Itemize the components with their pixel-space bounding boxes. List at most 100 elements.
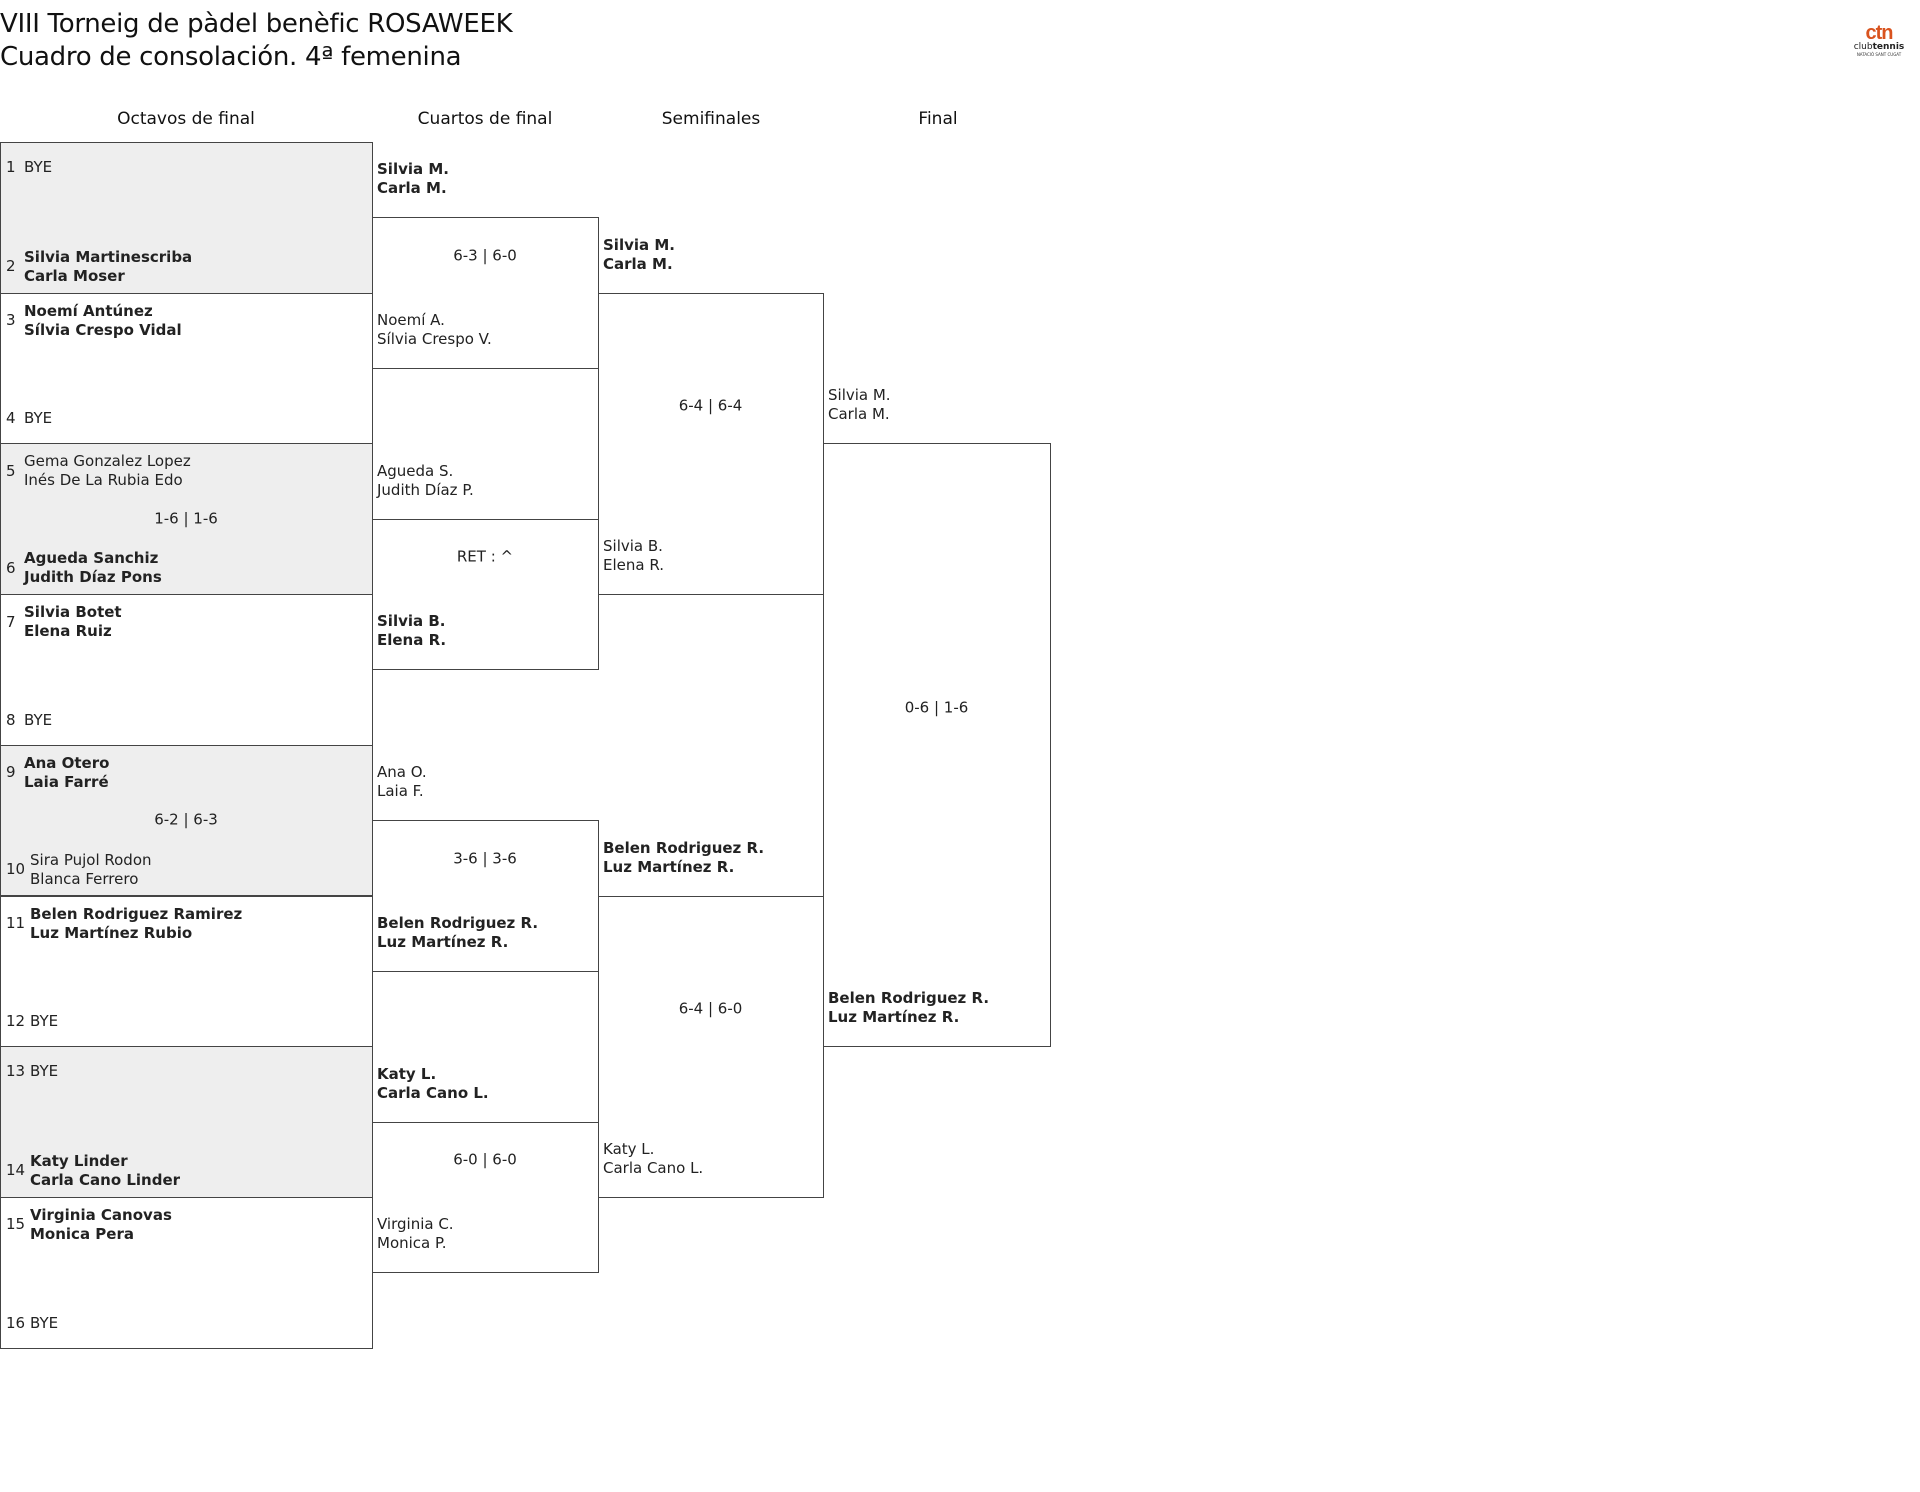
team-names: Silvia M.Carla M.: [828, 386, 891, 424]
match-score: 0-6 | 1-6: [904, 698, 969, 717]
player-name: Belen Rodriguez R.: [603, 838, 765, 857]
team-names: Agueda S.Judith Díaz P.: [377, 462, 474, 500]
logo-subtitle: NATACIÓ SANT CUGAT: [1856, 52, 1902, 57]
player-name: Elena Ruiz: [24, 622, 112, 641]
match-score: 6-4 | 6-0: [678, 999, 743, 1018]
round-header-final: Final: [918, 109, 958, 129]
team-names: Katy L.Carla Cano L.: [377, 1065, 489, 1103]
team-entry[interactable]: Virginia C.Monica P.: [377, 1215, 454, 1253]
player-name: BYE: [24, 409, 53, 428]
player-name: BYE: [24, 710, 53, 729]
seed-number: 11: [6, 914, 26, 932]
seed-number: 9: [6, 763, 16, 782]
team-names: BYE: [30, 1012, 58, 1031]
seed-number: 2: [6, 257, 16, 276]
round-header-semifinales: Semifinales: [661, 109, 761, 129]
team-entry[interactable]: 1 BYE: [0, 158, 52, 177]
player-name: Agueda S.: [377, 461, 454, 480]
player-name: Noemí A.: [377, 311, 445, 330]
team-entry[interactable]: Agueda S.Judith Díaz P.: [377, 462, 474, 500]
player-name: Laia Farré: [24, 772, 109, 791]
match-score: RET : ^: [456, 547, 514, 566]
team-names: BYE: [24, 158, 52, 177]
team-entry[interactable]: Silvia B.Elena R.: [377, 612, 446, 650]
team-names: Virginia C.Monica P.: [377, 1215, 454, 1253]
player-name: BYE: [30, 1012, 59, 1031]
team-entry[interactable]: Silvia B.Elena R.: [603, 537, 664, 575]
player-name: Silvia B.: [603, 537, 663, 556]
seed-number: 10: [6, 860, 26, 878]
team-entry[interactable]: Katy L.Carla Cano L.: [377, 1065, 489, 1103]
logo-mark-icon: ctn: [1865, 22, 1894, 44]
seed-number: 12: [6, 1012, 26, 1031]
match-score: 6-2 | 6-3: [154, 810, 218, 829]
team-entry[interactable]: Katy L.Carla Cano L.: [603, 1140, 703, 1178]
player-name: Carla Cano L.: [377, 1083, 489, 1102]
team-names: Belen Rodriguez R.Luz Martínez R.: [828, 989, 989, 1027]
player-name: Belen Rodriguez R.: [828, 989, 990, 1008]
logo-text: clubtennis: [1852, 42, 1906, 52]
team-entry[interactable]: Silvia M.Carla M.: [828, 386, 891, 424]
team-names: Silvia B.Elena R.: [603, 537, 664, 575]
team-names: Silvia M.Carla M.: [377, 160, 449, 198]
team-names: Noemí A.Sílvia Crespo V.: [377, 311, 492, 349]
player-name: Luz Martínez Rubio: [30, 923, 193, 942]
team-entry[interactable]: Belen Rodriguez R.Luz Martínez R.: [603, 839, 764, 877]
player-name: Silvia Botet: [24, 603, 122, 622]
team-names: BYE: [30, 1062, 58, 1081]
match-score: 6-3 | 6-0: [453, 246, 517, 265]
player-name: Sira Pujol Rodon: [30, 850, 152, 869]
player-name: Luz Martínez R.: [603, 857, 735, 876]
round-header-cuartos: Cuartos de final: [417, 109, 553, 129]
player-name: Katy Linder: [30, 1151, 128, 1170]
player-name: Silvia Martinescriba: [24, 247, 193, 266]
team-entry[interactable]: Silvia M.Carla M.: [603, 236, 675, 274]
player-name: Elena R.: [377, 631, 447, 650]
team-names: BYE: [24, 711, 52, 730]
player-name: Elena R.: [603, 556, 664, 575]
team-entry[interactable]: Belen Rodriguez R.Luz Martínez R.: [828, 989, 989, 1027]
player-name: Silvia M.: [603, 235, 675, 254]
player-name: Carla Moser: [24, 266, 125, 285]
match-box: [0, 142, 373, 294]
team-names: BYE: [24, 409, 52, 428]
player-name: Carla Cano Linder: [30, 1170, 181, 1189]
player-name: Sílvia Crespo V.: [377, 330, 492, 349]
seed-number: 1: [6, 158, 16, 176]
player-name: Gema Gonzalez Lopez: [24, 452, 191, 471]
team-names: Belen Rodriguez R.Luz Martínez R.: [377, 914, 538, 952]
team-names: Silvia B.Elena R.: [377, 612, 446, 650]
seed-number: 8: [6, 710, 16, 729]
player-name: Ana O.: [377, 763, 427, 782]
player-name: Agueda Sanchiz: [24, 549, 159, 568]
team-entry[interactable]: 8 BYE: [0, 711, 52, 730]
logo-tennis: tennis: [1872, 42, 1905, 52]
player-name: BYE: [30, 1313, 59, 1332]
player-name: Carla M.: [828, 405, 890, 424]
team-names: Katy L.Carla Cano L.: [603, 1140, 703, 1178]
tournament-title: VIII Torneig de pàdel benèfic ROSAWEEK: [0, 9, 513, 39]
seed-number: 15: [6, 1215, 26, 1234]
team-entry[interactable]: Noemí A.Sílvia Crespo V.: [377, 311, 492, 349]
player-name: Silvia M.: [828, 386, 891, 405]
player-name: Carla M.: [377, 179, 447, 198]
team-entry[interactable]: Ana O.Laia F.: [377, 763, 427, 801]
team-entry[interactable]: Belen Rodriguez R.Luz Martínez R.: [377, 914, 538, 952]
team-entry[interactable]: Silvia M.Carla M.: [377, 160, 449, 198]
